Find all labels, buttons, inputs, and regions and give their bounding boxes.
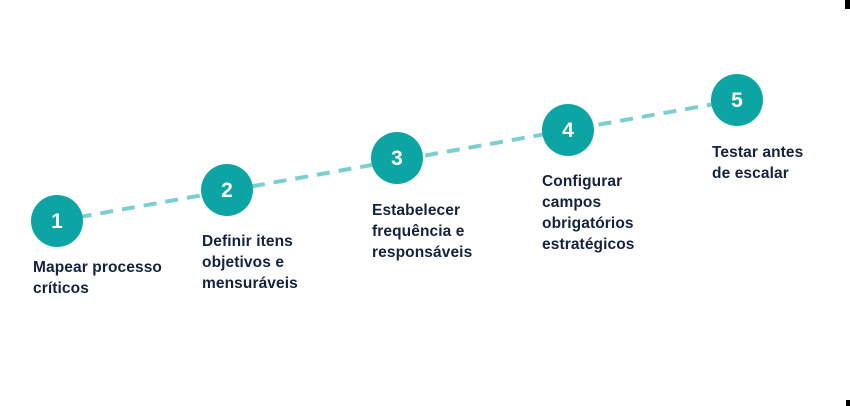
dashed-line	[56, 98, 738, 223]
step-label-5: Testar antes de escalar	[712, 144, 804, 182]
corner-mark-top-right	[845, 0, 850, 9]
step-label-2: Definir itens objetivos e mensuráveis	[202, 233, 298, 292]
corner-mark-bottom-right	[846, 400, 850, 406]
step-circle-2: 2	[201, 164, 253, 216]
step-label-4: Configurar campos obrigatórios estratégi…	[542, 173, 635, 253]
step-number-5: 5	[731, 88, 743, 112]
step-circle-5: 5	[711, 74, 763, 126]
step-circle-3: 3	[371, 132, 423, 184]
step-number-1: 1	[51, 209, 63, 233]
step-number-2: 2	[221, 178, 233, 202]
step-circle-4: 4	[542, 104, 594, 156]
step-circle-1: 1	[31, 195, 83, 247]
step-label-1: Mapear processo críticos	[33, 259, 162, 297]
step-number-3: 3	[391, 146, 403, 170]
step-label-3: Estabelecer frequência e responsáveis	[372, 202, 473, 261]
step-number-4: 4	[562, 118, 574, 142]
